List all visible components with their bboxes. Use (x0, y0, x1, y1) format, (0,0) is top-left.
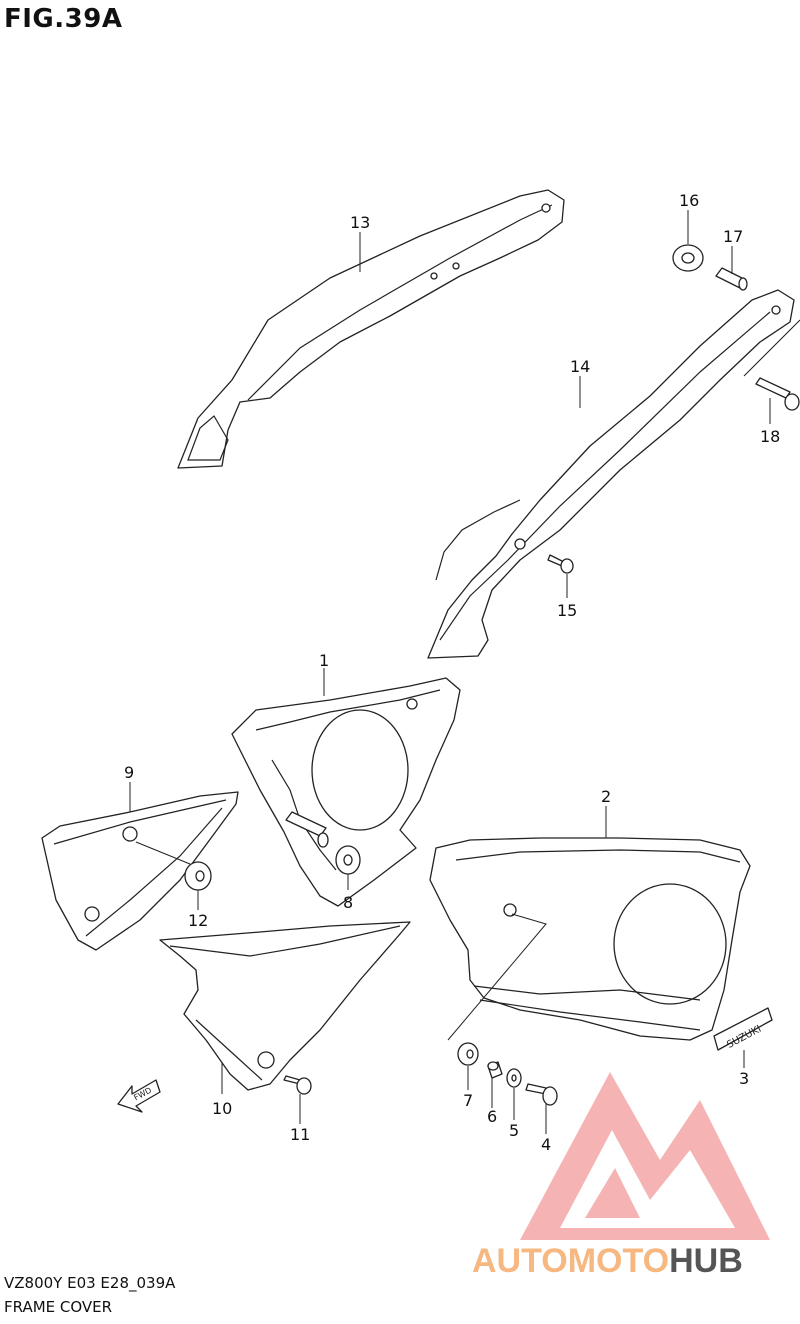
callout-10: 10 (212, 1099, 232, 1118)
callout-9: 9 (124, 763, 134, 782)
watermark-hub: HUB (669, 1242, 743, 1280)
part-18-bolt (743, 319, 800, 411)
callout-7: 7 (463, 1091, 473, 1110)
part-11-screw (283, 1075, 312, 1095)
callout-6: 6 (487, 1107, 497, 1126)
leader-lines (129, 210, 771, 1134)
callout-13: 13 (350, 213, 370, 232)
callout-11: 11 (290, 1125, 310, 1144)
callout-14: 14 (570, 357, 590, 376)
part-7-grommet (457, 1042, 479, 1066)
part-14-cover (427, 289, 795, 659)
part-3-emblem: SUZUKI (713, 1007, 773, 1051)
watermark-text: AUTOMOTOHUB (472, 1242, 743, 1280)
callout-18: 18 (760, 427, 780, 446)
part-16-grommet (672, 244, 704, 272)
part-2-cover (429, 837, 751, 1041)
callout-8: 8 (343, 893, 353, 912)
svg-text:AUTOMOTOHUB: AUTOMOTOHUB (472, 1242, 743, 1280)
callout-4: 4 (541, 1135, 551, 1154)
part-6-collar (487, 1061, 503, 1079)
figure-title: FIG.39A (4, 4, 123, 34)
callout-3: 3 (739, 1069, 749, 1088)
figure-name: FRAME COVER (4, 1298, 113, 1316)
part-8-grommet (335, 845, 361, 875)
callout-5: 5 (509, 1121, 519, 1140)
part-1-cover (231, 677, 461, 907)
figure-code: VZ800Y E03 E28_039A (4, 1274, 176, 1292)
callout-16: 16 (679, 191, 699, 210)
part-10-cover (159, 921, 411, 1091)
callout-15: 15 (557, 601, 577, 620)
callout-12: 12 (188, 911, 208, 930)
watermark-auto: AUTO (472, 1242, 568, 1280)
callout-17: 17 (723, 227, 743, 246)
fwd-arrow-icon: FWD (117, 1079, 161, 1113)
part-9-cover (41, 791, 239, 951)
part-15-screw (547, 554, 574, 574)
callout-1: 1 (319, 651, 329, 670)
part-12-grommet (184, 861, 212, 891)
watermark-logo (520, 1072, 770, 1240)
watermark-moto: MOTO (568, 1242, 669, 1280)
part-17-collar (715, 267, 748, 291)
callout-numbers: 13 16 17 14 18 15 1 9 2 8 12 3 7 10 6 5 … (124, 191, 780, 1154)
callout-2: 2 (601, 787, 611, 806)
part-13-cover (177, 189, 565, 469)
part-5-washer (506, 1068, 522, 1088)
part-4-bolt (525, 1083, 558, 1106)
